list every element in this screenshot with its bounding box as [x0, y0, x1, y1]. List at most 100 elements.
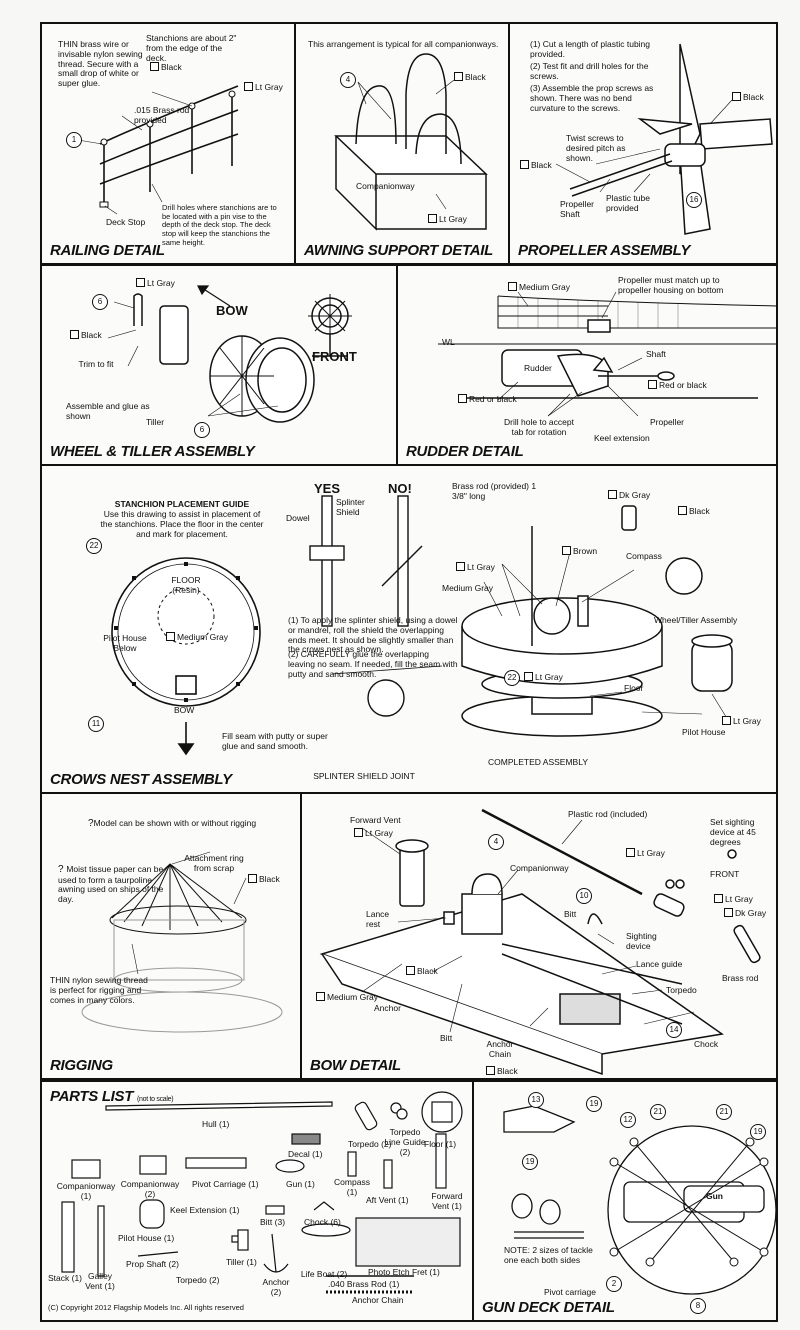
rudder-red-black-left: Red or black: [458, 394, 517, 405]
crows-fill-seam: Fill seam with putty or super glue and s…: [222, 731, 328, 751]
wheel-trim: Trim to fit: [78, 359, 114, 369]
wheel-tiller-illustration: [107, 285, 352, 423]
propeller-illustration: [555, 43, 773, 235]
crows-floor: FLOOR (Resin): [171, 575, 201, 595]
crows-ltgray: Lt Gray: [456, 562, 495, 573]
rigging-attach: Attachment ring from scrap: [184, 853, 244, 873]
bow-ltgray3: Lt Gray: [714, 894, 753, 905]
paint-icon: [316, 992, 325, 1001]
wheel-color-black: Black: [70, 330, 102, 341]
bow-lance-rest: Lance rest: [366, 909, 390, 929]
panel-title: RUDDER DETAIL: [406, 443, 524, 460]
part-galley: Galley Vent (1): [85, 1271, 115, 1291]
railing-illustration: [71, 85, 239, 215]
part-number-badge: 19: [586, 1096, 602, 1112]
part-gun: Gun (1): [286, 1179, 315, 1189]
part-floor: Floor (1): [424, 1139, 457, 1149]
bow-chock: Chock: [694, 1039, 719, 1049]
propeller-tube: Plastic tube provided: [606, 193, 650, 213]
bow-fwd-vent: Forward Vent: [350, 815, 401, 825]
bow-plastic-rod: Plastic rod (included): [568, 809, 648, 819]
wheel-bow-label: BOW: [216, 303, 248, 318]
part-decal: Decal (1): [288, 1149, 323, 1159]
paint-icon: [244, 82, 253, 91]
propeller-assembly-panel: (1) Cut a length of plastic tubing provi…: [508, 22, 778, 265]
part-brass: .040 Brass Rod (1): [328, 1279, 400, 1289]
propeller-step-1: (1) Cut a length of plastic tubing provi…: [530, 39, 651, 59]
part-chock: Chock (6): [304, 1217, 341, 1227]
rudder-red-black-right: Red or black: [648, 380, 707, 391]
crows-dkgray: Dk Gray: [608, 490, 650, 501]
crows-nest-panel: STANCHION PLACEMENT GUIDE Use this drawi…: [40, 464, 778, 794]
crows-yes: YES: [314, 481, 341, 496]
rudder-shaft: Shaft: [646, 349, 666, 359]
question-icon: ?: [58, 864, 67, 875]
crows-medgray2: Medium Gray: [442, 583, 494, 593]
rigging-nylon: THIN nylon sewing thread is perfect for …: [50, 975, 148, 1005]
wheel-front-label: FRONT: [312, 349, 357, 364]
propeller-color-black: Black: [732, 92, 764, 103]
part-number-badge: 16: [686, 192, 702, 208]
part-number-badge: 13: [528, 1092, 544, 1108]
wheel-tiller-panel: Lt Gray BOW 6 Black Trim to fit Assemble…: [40, 264, 398, 466]
rudder-illustration: [438, 291, 776, 417]
part-number-badge: 6: [194, 422, 210, 438]
crows-completed: COMPLETED ASSEMBLY: [488, 757, 588, 767]
rudder-detail-panel: Medium Gray Propeller must match up to p…: [396, 264, 778, 466]
railing-color-black: Black: [150, 62, 182, 73]
awning-color-black: Black: [454, 72, 486, 83]
question-icon: ?: [88, 818, 94, 829]
rigging-illustration: [81, 851, 283, 1033]
bow-brass-rod: Brass rod: [722, 973, 759, 983]
crows-splinter: Splinter Shield: [336, 497, 365, 517]
crows-step1: (1) To apply the splinter shield, using …: [288, 615, 458, 655]
part-number-badge: 2: [606, 1276, 622, 1292]
paint-icon: [454, 72, 463, 81]
wheel-assemble: Assemble and glue as shown: [66, 401, 150, 421]
rigging-panel: ?Model can be shown with or without rigg…: [40, 792, 302, 1080]
railing-note-stanchions: Stanchions are about 2" from the edge of…: [146, 33, 237, 63]
panel-title: PROPELLER ASSEMBLY: [518, 242, 691, 259]
paint-icon: [150, 62, 159, 71]
part-number-badge: 22: [504, 670, 520, 686]
part-stack: Stack (1): [48, 1273, 83, 1283]
part-aft-vent: Aft Vent (1): [366, 1195, 409, 1205]
paint-icon: [248, 874, 257, 883]
part-number-badge: 4: [340, 72, 356, 88]
crows-nest-illustration: [111, 495, 733, 756]
panel-title: RAILING DETAIL: [50, 242, 165, 259]
panel-title: AWNING SUPPORT DETAIL: [304, 242, 493, 259]
crows-ltgray3: Lt Gray: [722, 716, 761, 727]
bow-dkgray: Dk Gray: [724, 908, 766, 919]
propeller-shaft: Propeller Shaft: [560, 199, 595, 219]
awning-note: This arrangement is typical for all comp…: [308, 39, 499, 49]
bow-black2: Black: [486, 1066, 518, 1077]
bow-black: Black: [406, 966, 438, 977]
part-chain: Anchor Chain: [352, 1295, 404, 1305]
crows-step2: (2) CAREFULLY glue the overlapping leavi…: [288, 649, 458, 679]
crows-brass-rod: Brass rod (provided) 1 3/8" long: [452, 481, 537, 501]
bow-ltgray: Lt Gray: [354, 828, 393, 839]
railing-detail-panel: THIN brass wire or invisable nylon sewin…: [40, 22, 296, 265]
railing-note-drill: Drill holes where stanchions are to be l…: [162, 203, 277, 247]
rudder-propeller: Propeller: [650, 417, 685, 427]
crows-pilot-house: Pilot House: [682, 727, 726, 737]
panel-title: BOW DETAIL: [310, 1057, 401, 1074]
part-torpedo2: Torpedo (2): [176, 1275, 220, 1285]
bow-anchor-chain: Anchor Chain: [486, 1039, 514, 1059]
part-number-badge: 22: [86, 538, 102, 554]
rigging-note-top: ?Model can be shown with or without rigg…: [88, 818, 257, 829]
gun-note: NOTE: 2 sizes of tackle one each both si…: [504, 1245, 593, 1265]
bow-sighting-dev: Sighting device: [626, 931, 657, 951]
bow-torpedo: Torpedo: [666, 985, 697, 995]
panel-title: WHEEL & TILLER ASSEMBLY: [50, 443, 255, 460]
paint-icon: [524, 672, 533, 681]
bow-bitt: Bitt: [564, 909, 577, 919]
wheel-color-ltgray: Lt Gray: [136, 278, 175, 289]
rudder-drill: Drill hole to accept tab for rotation: [504, 417, 574, 437]
rudder-keel: Keel extension: [594, 433, 650, 443]
crows-pilot-below: Pilot House Below: [103, 633, 147, 653]
paint-icon: [406, 966, 415, 975]
crows-joint: SPLINTER SHIELD JOINT: [313, 771, 415, 781]
